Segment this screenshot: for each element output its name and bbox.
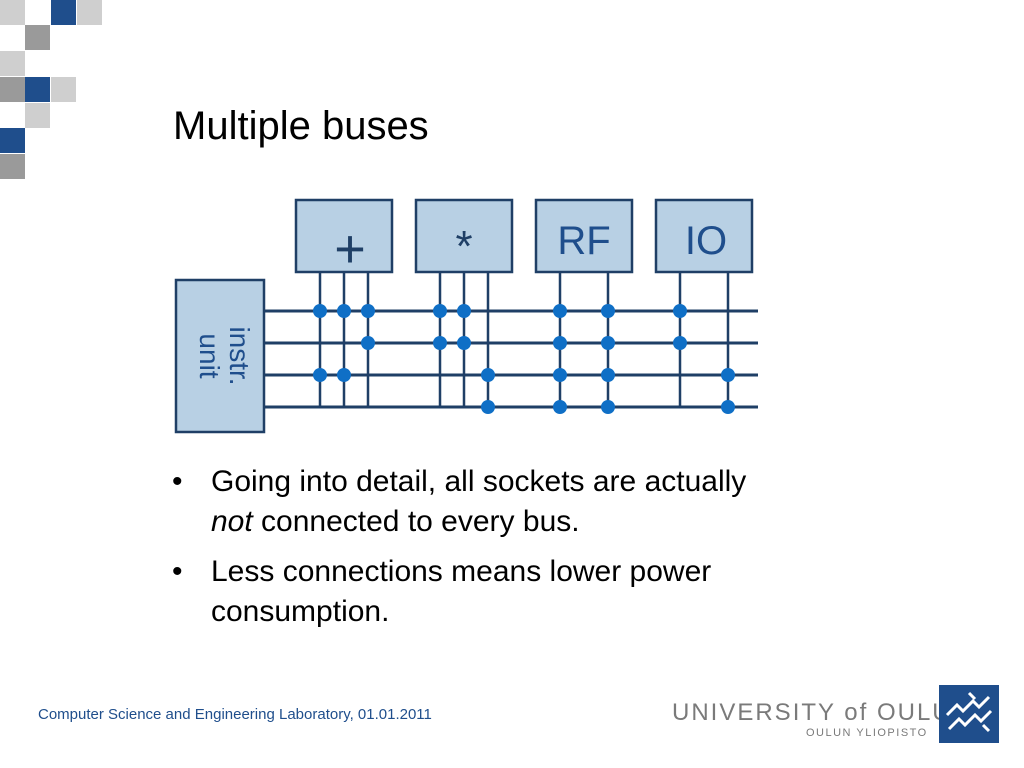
footer-lab: Computer Science and Engineering Laborat…: [38, 706, 432, 723]
unit-mul-label: *: [455, 222, 472, 271]
unit-io-label: IO: [685, 219, 727, 263]
bullet-item: • Going into detail, all sockets are act…: [170, 462, 870, 542]
university-logo-icon: [939, 685, 999, 743]
unit-mul-box: [414, 198, 514, 274]
corner-decoration: [0, 0, 110, 190]
bullet-emphasis: not: [211, 505, 253, 538]
unit-add-label: +: [334, 219, 366, 279]
instr-label-line1: instr.: [224, 326, 255, 385]
bullet-glyph: •: [172, 465, 183, 498]
bus-lines: [264, 309, 758, 409]
instr-unit-label: instr. unit: [194, 326, 255, 385]
instr-unit-box: [174, 278, 266, 434]
bullet-text-rest: connected to every bus.: [252, 505, 580, 538]
unit-add-box: [294, 198, 394, 274]
bullet-text: Going into detail, all sockets are actua…: [211, 465, 747, 498]
unit-rf-box: [534, 198, 634, 274]
bullet-glyph: •: [172, 555, 183, 588]
slide-title: Multiple buses: [173, 104, 429, 148]
unit-io-box: [654, 198, 754, 274]
bullet-text: Less connections means lower power consu…: [211, 555, 712, 628]
university-name: UNIVERSITY of OULU: [672, 699, 952, 726]
socket-lines: [318, 272, 730, 407]
connection-dots: [313, 304, 735, 414]
unit-rf-label: RF: [557, 219, 610, 263]
bullet-list: • Going into detail, all sockets are act…: [170, 462, 870, 642]
bullet-item: • Less connections means lower power con…: [170, 552, 870, 632]
university-sub: OULUN YLIOPISTO: [806, 727, 928, 739]
bus-diagram: instr. unit + * RF IO: [174, 198, 758, 434]
instr-label-line2: unit: [194, 333, 225, 378]
